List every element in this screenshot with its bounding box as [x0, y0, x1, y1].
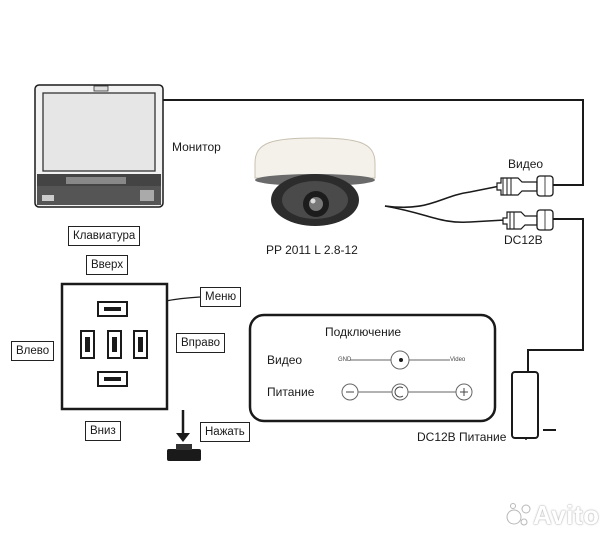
video-small-label: Video — [450, 357, 466, 363]
video-cable — [160, 99, 584, 186]
left-label: Влево — [11, 341, 55, 361]
right-label: Вправо — [176, 333, 226, 353]
connection-panel — [248, 313, 497, 423]
keyboard-panel — [60, 282, 169, 411]
power-supply-icon — [511, 371, 556, 439]
gnd-label: GND — [338, 357, 352, 363]
avito-logo-icon — [506, 503, 531, 526]
keyboard-label: Клавиатура — [68, 226, 141, 246]
video-label: Видео — [508, 157, 544, 171]
press-button-icon — [167, 410, 201, 461]
power-supply-label: DC12B Питание — [417, 430, 507, 444]
power-connector-icon — [502, 209, 554, 231]
monitor-icon — [34, 84, 164, 208]
up-label: Вверх — [86, 255, 129, 275]
left-key-icon — [80, 330, 95, 359]
power-cable — [527, 218, 584, 372]
video-connector-icon — [496, 175, 554, 197]
camera-pigtail-video — [384, 185, 501, 209]
menu-label: Меню — [200, 287, 242, 307]
dome-camera-icon — [254, 137, 376, 226]
press-label: Нажать — [200, 422, 250, 442]
camera-model-label: PP 2011 L 2.8-12 — [266, 243, 358, 257]
menu-key-icon — [107, 330, 122, 359]
camera-pigtail-power — [384, 205, 506, 224]
down-key-icon — [97, 371, 128, 387]
dc12b-label: DC12B — [504, 233, 543, 247]
watermark: Avito — [533, 500, 600, 530]
connection-video-row-label: Видео — [267, 353, 303, 367]
connection-power-row-label: Питание — [267, 385, 315, 399]
right-key-icon — [133, 330, 148, 359]
down-label: Вниз — [85, 421, 121, 441]
connection-panel-title: Подключение — [325, 325, 402, 339]
monitor-label: Монитор — [172, 140, 221, 154]
up-key-icon — [97, 301, 128, 317]
